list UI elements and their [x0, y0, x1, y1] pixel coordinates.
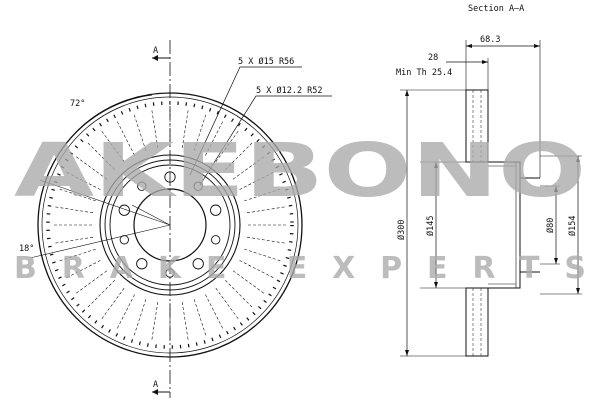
hat-outer-edge [99, 154, 241, 296]
dim-label-300: Ø300 [396, 220, 407, 240]
cooling-vane [205, 294, 223, 329]
cooling-vane [239, 172, 274, 190]
dim-label-154: Ø154 [567, 216, 578, 236]
cooling-vane [55, 206, 94, 214]
hat-profile-top [488, 161, 540, 179]
cooling-vane [215, 131, 239, 163]
cooling-vane [117, 294, 135, 329]
cooling-vane [76, 270, 108, 294]
cooling-vane [244, 248, 281, 262]
watermark-brand: AKEBONO [14, 128, 586, 214]
cooling-vane [232, 156, 264, 180]
cooling-vane [224, 142, 253, 171]
bolt-hole [193, 181, 203, 191]
bolt-hole [165, 268, 175, 278]
section-marker-top: A [153, 46, 158, 56]
cooling-vane [246, 236, 285, 244]
section-marker-bottom: A [153, 380, 158, 390]
cooling-vanes [54, 109, 286, 341]
cooling-vane [55, 236, 94, 244]
cooling-vane [101, 131, 125, 163]
front-view [29, 40, 332, 398]
friction-ring-top [465, 89, 489, 163]
cooling-vane [239, 260, 274, 278]
cooling-vane [232, 270, 264, 294]
cooling-vane [193, 114, 207, 151]
bolt-hole [211, 235, 221, 245]
cooling-vane [133, 114, 147, 151]
cooling-vane [66, 260, 101, 278]
callout-leader-1 [189, 66, 302, 176]
callout-leader-2 [199, 95, 332, 186]
cooling-vane [66, 172, 101, 190]
angle-arc-72 [44, 94, 153, 183]
labels: Section A–A A A 5 X Ø15 R56 5 X Ø12.2 R5… [19, 4, 578, 390]
hole-callout-15: 5 X Ø15 R56 [238, 56, 294, 67]
bolt-hole [118, 204, 130, 216]
cooling-vane [215, 287, 239, 319]
section-view [400, 40, 582, 357]
hat-profile-bottom [488, 271, 540, 289]
cooling-vane [87, 279, 116, 308]
cooling-vane [151, 110, 159, 149]
bolt-hole [192, 258, 204, 270]
cooling-vane [246, 206, 285, 214]
cooling-vane [101, 287, 125, 319]
brand-watermark: AKEBONO BRAKE EXPERTS [14, 128, 586, 286]
cooling-vane [76, 156, 108, 180]
bolt-hole [164, 171, 176, 183]
cooling-vane [117, 121, 135, 156]
angle-leader-1 [39, 179, 171, 226]
hole-callout-12: 5 X Ø12.2 R52 [256, 85, 323, 96]
cooling-vane [87, 142, 116, 171]
angle-label-18: 18° [19, 244, 34, 254]
disc-outer-chamfer [41, 96, 299, 354]
dim-label-28: 28 [428, 53, 438, 63]
cooling-vane [181, 110, 189, 149]
bolt-hole [119, 235, 129, 245]
cooling-vane [205, 121, 223, 156]
center-bore [133, 188, 207, 262]
cooling-vane [244, 188, 281, 202]
angle-label-72: 72° [70, 99, 85, 109]
cooling-vane [224, 279, 253, 308]
cooling-vane [133, 299, 147, 336]
cooling-vane [59, 188, 96, 202]
dim-label-145: Ø145 [425, 216, 436, 236]
cooling-vane [181, 301, 189, 340]
watermark-tagline: BRAKE EXPERTS [14, 251, 586, 286]
dim-label-80: Ø80 [545, 218, 556, 233]
bolt-hole [210, 204, 222, 216]
hub-face [109, 164, 231, 286]
section-title: Section A–A [468, 4, 524, 14]
cooling-vane [151, 301, 159, 340]
cooling-vane [193, 299, 207, 336]
dim-label-min-th: Min Th 25.4 [396, 68, 452, 78]
dim-label-68: 68.3 [480, 35, 500, 45]
cooling-vane [59, 248, 96, 262]
arrow-heads [152, 44, 580, 395]
disc-outer-edge [37, 92, 303, 358]
angle-leader-3 [131, 204, 171, 226]
vent-ring-outer [46, 101, 294, 349]
bolt-hole [136, 258, 148, 270]
bolt-hole [137, 181, 147, 191]
friction-ring-bottom [465, 287, 489, 357]
angle-leader-2 [29, 224, 171, 259]
hat-inner-edge [104, 159, 236, 291]
